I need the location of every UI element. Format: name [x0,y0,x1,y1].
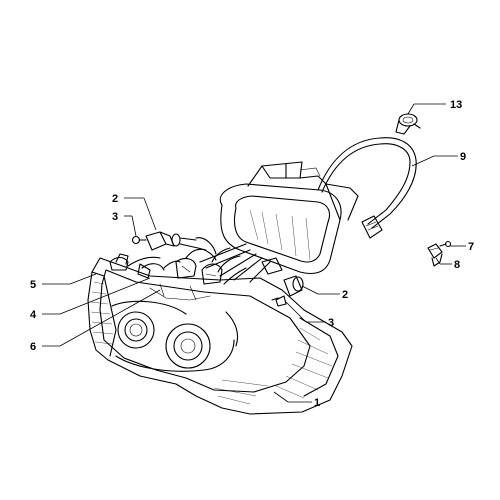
callout-13: 13 [450,99,462,111]
bulb-socket-lower [271,275,304,307]
headlamp-body [87,247,353,415]
callout-8: 8 [454,259,460,271]
callout-2-lower: 2 [342,289,348,301]
callout-4: 4 [30,309,37,321]
callout-5: 5 [30,279,36,291]
callout-7: 7 [468,241,474,253]
callout-2-upper: 2 [112,193,118,205]
callout-9: 9 [460,151,466,163]
leader-lines [42,103,466,403]
callout-labels: 13 9 7 8 2 3 5 4 6 2 3 1 [30,99,474,409]
callout-6: 6 [30,341,36,353]
callout-1: 1 [314,397,320,409]
clamp-part [395,113,421,135]
bulb-socket-upper [131,231,217,261]
callout-3-lower: 3 [328,317,334,329]
callout-3-upper: 3 [112,211,118,223]
screw-clip-part [427,240,452,267]
harness-housing [199,137,417,283]
